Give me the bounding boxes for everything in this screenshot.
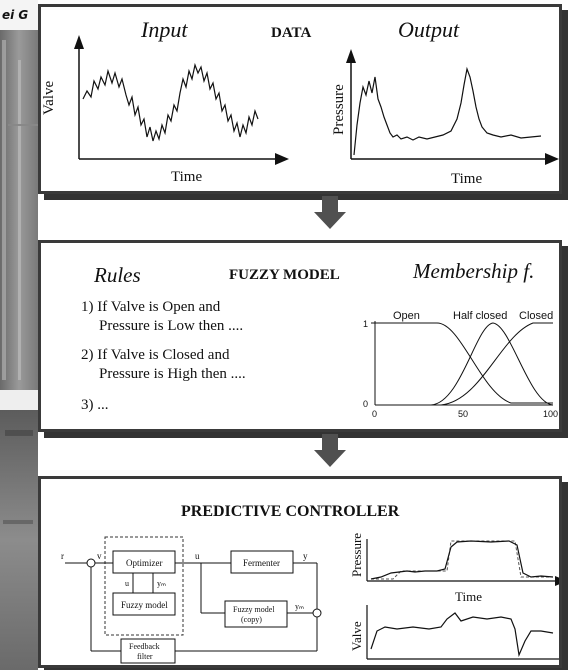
- fuzzy-model-title: FUZZY MODEL: [229, 267, 340, 283]
- fermenter-block: [230, 550, 294, 574]
- flow-arrow-down-2: [314, 434, 346, 467]
- output-signal: [353, 66, 542, 156]
- connector-line: [8, 124, 44, 126]
- fuzzy-copy-line2: (copy): [241, 615, 262, 624]
- output-xlabel: Time: [451, 171, 482, 187]
- pressure-response-plot: Pressure Time: [349, 533, 559, 604]
- rule-3: 3) ...: [81, 397, 109, 413]
- rule-1-line-2: Pressure is Low then ....: [99, 318, 244, 334]
- signal-v: v: [97, 551, 102, 561]
- rule-2-line-1: 2) If Valve is Closed and: [81, 347, 230, 363]
- signal-ym-copy: yₘ: [295, 602, 304, 611]
- valve-response-plot: Valve: [349, 605, 559, 660]
- predictive-controller-panel: PREDICTIVE CONTROLLER r v Optimizer Fuzz…: [38, 476, 562, 668]
- pressure-ylabel: Pressure: [349, 533, 364, 577]
- fuzzy-model-block: [112, 592, 176, 616]
- background-photo: [0, 0, 38, 670]
- input-signal: [82, 62, 259, 142]
- rule-1-line-1: 1) If Valve is Open and: [81, 299, 221, 315]
- membership-plot: Open Half closed Closed 1 0 0 50 100: [363, 310, 558, 419]
- fuzzy-model-panel: Rules FUZZY MODEL Membership f. 1) If Va…: [38, 240, 562, 432]
- output-axes: [346, 49, 559, 165]
- valve-ylabel: Valve: [349, 621, 364, 651]
- input-label: Input: [141, 17, 188, 42]
- fuzzy-copy-line1: Fuzzy model: [233, 605, 275, 614]
- mf-open: [375, 322, 553, 404]
- mf-ytick-1: 1: [363, 319, 368, 329]
- membership-label: Membership f.: [413, 259, 535, 283]
- data-title: DATA: [271, 25, 312, 41]
- mf-xtick-0: 0: [372, 409, 377, 419]
- summing-junction-2: [312, 608, 322, 618]
- data-panel: Input DATA Output Valve Time Pressure Ti…: [38, 4, 562, 194]
- mf-xtick-100: 100: [543, 409, 558, 419]
- rule-2-line-2: Pressure is High then ....: [99, 366, 246, 382]
- mf-half-closed: [430, 322, 554, 406]
- mf-ytick-0: 0: [363, 399, 368, 409]
- mf-xtick-50: 50: [458, 409, 468, 419]
- mf-closed: [440, 322, 553, 406]
- mf-label-closed: Closed: [519, 310, 553, 322]
- fuzzy-model-copy-block: [224, 600, 288, 628]
- data-plots: Valve Time Pressure Time: [41, 35, 559, 187]
- predictive-controller-title: PREDICTIVE CONTROLLER: [181, 503, 400, 520]
- flow-arrow-down-1: [314, 196, 346, 229]
- time-label: Time: [455, 589, 482, 604]
- header-title-fragment: ei G: [2, 8, 29, 22]
- signal-r: r: [61, 551, 64, 561]
- feedback-line1: Feedback: [129, 642, 160, 651]
- feedback-line2: filter: [137, 652, 153, 661]
- mf-label-open: Open: [393, 310, 420, 322]
- optimizer-label: Optimizer: [126, 558, 163, 568]
- fuzzy-model-label: Fuzzy model: [121, 600, 168, 610]
- optimizer-block: [112, 550, 176, 574]
- output-label: Output: [398, 17, 460, 42]
- input-axes: [74, 35, 289, 165]
- mf-label-half-closed: Half closed: [453, 310, 507, 322]
- signal-y: y: [303, 551, 308, 561]
- input-ylabel: Valve: [41, 81, 57, 115]
- output-ylabel: Pressure: [331, 84, 347, 135]
- controller-block-diagram: r v Optimizer Fuzzy model u yₘ u Ferment…: [61, 533, 559, 664]
- summing-junction-1: [86, 558, 96, 568]
- rules-label: Rules: [94, 263, 141, 287]
- signal-u: u: [195, 551, 200, 561]
- signal-ym-inner: yₘ: [157, 579, 166, 588]
- signal-u-inner: u: [125, 579, 129, 588]
- input-xlabel: Time: [171, 169, 202, 185]
- fermenter-label: Fermenter: [243, 558, 280, 568]
